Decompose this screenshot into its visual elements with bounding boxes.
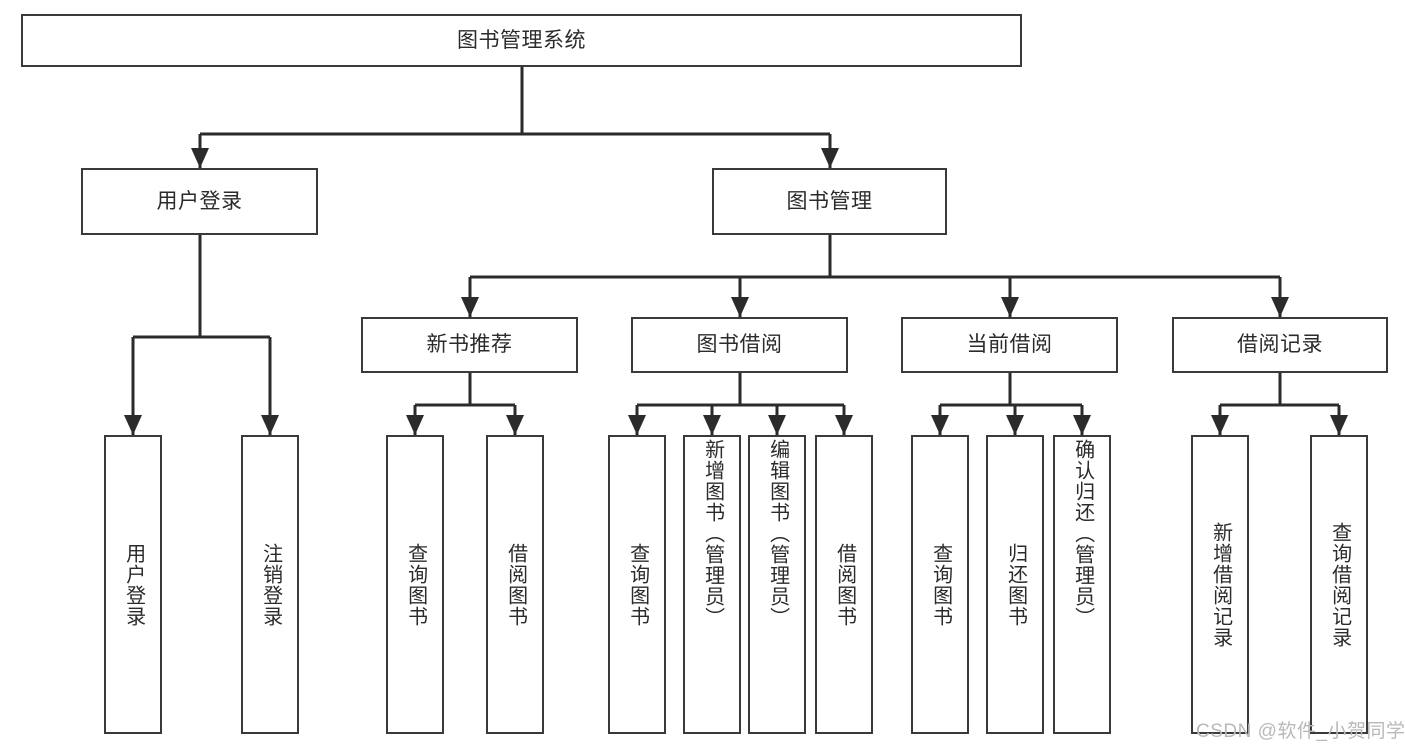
node-label-leaf-add-book: 新增图书（管理员） [701, 439, 724, 628]
arrowhead-leaf-add-record [1211, 415, 1229, 435]
node-inner: 图书管理 [714, 170, 945, 233]
arrowhead-leaf-query-book-1 [406, 415, 424, 435]
arrowhead-user-login [191, 148, 209, 168]
arrowhead-leaf-user-logout [261, 415, 279, 435]
node-inner: 图书借阅 [633, 319, 846, 371]
node-label-root: 图书管理系统 [457, 28, 586, 52]
arrowhead-book-manage [821, 148, 839, 168]
node-label-user-login: 用户登录 [156, 189, 243, 213]
arrowhead-leaf-query-book-2 [628, 415, 646, 435]
arrowhead-book-borrow [731, 297, 749, 317]
node-label-leaf-user-login: 用户登录 [122, 542, 145, 627]
node-leaf-user-login: 用户登录 [104, 435, 162, 734]
arrowhead-borrow-record [1271, 297, 1289, 317]
arrowhead-leaf-edit-book [768, 415, 786, 435]
arrowhead-leaf-confirm-return [1073, 415, 1091, 435]
node-inner: 借阅图书 [817, 437, 871, 732]
node-leaf-user-logout: 注销登录 [241, 435, 299, 734]
node-book-manage: 图书管理 [712, 168, 947, 235]
node-inner: 当前借阅 [903, 319, 1116, 371]
node-leaf-add-record: 新增借阅记录 [1191, 435, 1249, 734]
node-label-new-book-rec: 新书推荐 [426, 333, 513, 357]
arrowhead-leaf-query-book-3 [931, 415, 949, 435]
node-inner: 查询图书 [388, 437, 442, 732]
node-label-leaf-borrow-book-1: 借阅图书 [504, 542, 527, 627]
node-inner: 新书推荐 [363, 319, 576, 371]
node-inner: 编辑图书（管理员） [750, 437, 804, 732]
node-label-leaf-query-book-3: 查询图书 [929, 542, 952, 627]
arrowhead-leaf-query-record [1330, 415, 1348, 435]
node-label-leaf-query-book-1: 查询图书 [404, 542, 427, 627]
node-leaf-add-book: 新增图书（管理员） [683, 435, 741, 734]
node-label-book-borrow: 图书借阅 [696, 333, 783, 357]
arrowhead-current-borrow [1001, 297, 1019, 317]
node-leaf-edit-book: 编辑图书（管理员） [748, 435, 806, 734]
arrowhead-leaf-borrow-book-1 [506, 415, 524, 435]
node-inner: 归还图书 [988, 437, 1042, 732]
node-label-leaf-user-logout: 注销登录 [259, 542, 282, 627]
node-label-leaf-query-record: 查询借阅记录 [1328, 521, 1351, 648]
node-inner: 用户登录 [83, 170, 316, 233]
node-book-borrow: 图书借阅 [631, 317, 848, 373]
node-label-leaf-return-book: 归还图书 [1004, 542, 1027, 627]
arrowhead-leaf-add-book [703, 415, 721, 435]
node-leaf-query-book-2: 查询图书 [608, 435, 666, 734]
arrowhead-new-book-rec [461, 297, 479, 317]
node-inner: 确认归还（管理员） [1055, 437, 1109, 732]
node-inner: 图书管理系统 [23, 16, 1020, 65]
node-inner: 注销登录 [243, 437, 297, 732]
node-label-borrow-record: 借阅记录 [1237, 333, 1323, 357]
node-user-login: 用户登录 [81, 168, 318, 235]
node-inner: 新增借阅记录 [1193, 437, 1247, 732]
node-leaf-return-book: 归还图书 [986, 435, 1044, 734]
arrowhead-leaf-return-book [1006, 415, 1024, 435]
node-new-book-rec: 新书推荐 [361, 317, 578, 373]
arrowhead-leaf-borrow-book-2 [835, 415, 853, 435]
watermark-label: CSDN @软件_小贺同学 [1196, 721, 1405, 742]
node-inner: 用户登录 [106, 437, 160, 732]
node-root: 图书管理系统 [21, 14, 1022, 67]
node-label-current-borrow: 当前借阅 [966, 333, 1053, 357]
node-inner: 查询图书 [610, 437, 664, 732]
node-inner: 查询图书 [913, 437, 967, 732]
node-leaf-borrow-book-2: 借阅图书 [815, 435, 873, 734]
node-leaf-query-book-1: 查询图书 [386, 435, 444, 734]
node-inner: 新增图书（管理员） [685, 437, 739, 732]
node-label-leaf-add-record: 新增借阅记录 [1209, 521, 1232, 648]
node-leaf-borrow-book-1: 借阅图书 [486, 435, 544, 734]
node-inner: 查询借阅记录 [1312, 437, 1366, 732]
node-label-leaf-confirm-return: 确认归还（管理员） [1071, 439, 1094, 628]
node-leaf-confirm-return: 确认归还（管理员） [1053, 435, 1111, 734]
node-leaf-query-book-3: 查询图书 [911, 435, 969, 734]
node-label-leaf-edit-book: 编辑图书（管理员） [766, 439, 789, 628]
node-label-book-manage: 图书管理 [786, 189, 873, 213]
node-borrow-record: 借阅记录 [1172, 317, 1388, 373]
node-inner: 借阅记录 [1174, 319, 1386, 371]
node-label-leaf-borrow-book-2: 借阅图书 [833, 542, 856, 627]
node-label-leaf-query-book-2: 查询图书 [626, 542, 649, 627]
node-inner: 借阅图书 [488, 437, 542, 732]
node-leaf-query-record: 查询借阅记录 [1310, 435, 1368, 734]
arrowhead-leaf-user-login [124, 415, 142, 435]
node-current-borrow: 当前借阅 [901, 317, 1118, 373]
